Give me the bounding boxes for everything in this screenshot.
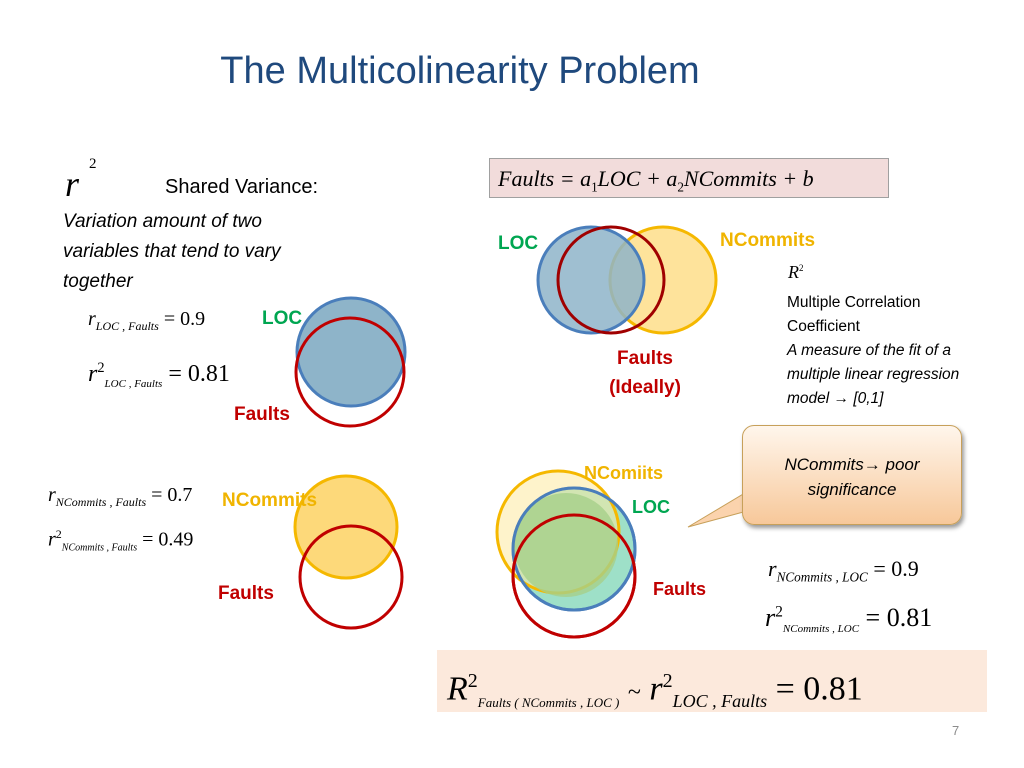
r2-loc-faults-formula: r2LOC , Faults = 0.81 <box>88 360 230 390</box>
page-number: 7 <box>952 723 960 738</box>
ncomiits-label: NComiits <box>584 463 664 483</box>
ncommits-label: NCommits <box>222 490 318 511</box>
loc-label: LOC <box>262 308 303 329</box>
slide-title: The Multicolinearity Problem <box>220 50 700 92</box>
faults-circle <box>294 316 406 428</box>
faults-label-ideal: Faults (Ideally) <box>609 348 681 398</box>
faults-label-actual: Faults <box>653 579 707 599</box>
regression-formula: Faults = a1LOC + a2NCommits + b <box>489 158 889 198</box>
faults-label: Faults <box>234 404 290 425</box>
r-loc-faults-formula: rLOC , Faults = 0.9 <box>88 308 206 333</box>
loc-label-actual: LOC <box>632 497 670 517</box>
bottom-formula: R2Faults ( NCommits , LOC ) ~ r2LOC , Fa… <box>437 650 987 712</box>
loc-circle <box>295 296 407 408</box>
r-ncommits-faults-formula: rNCommits , Faults = 0.7 <box>48 484 193 509</box>
loc-circle-ideal <box>536 225 646 335</box>
faults-circle-ideal <box>556 225 666 335</box>
faults-outline-actual <box>511 513 637 639</box>
r-squared-symbol: r <box>65 164 80 204</box>
faults-circle-2 <box>298 524 404 630</box>
r2-ncommits-faults-formula: r2NCommits , Faults = 0.49 <box>48 527 194 554</box>
loc-outline-actual <box>511 486 637 612</box>
ncommits-label-ideal: NCommits <box>720 230 816 251</box>
loc-label-ideal: LOC <box>498 233 539 254</box>
big-r-squared-symbol: R2 <box>788 262 804 282</box>
r-squared-sup: 2 <box>89 156 97 172</box>
r-ncommits-loc-formula: rNCommits , LOC = 0.9 <box>768 556 919 585</box>
multiple-correlation-description: Multiple Correlation Coefficient A measu… <box>787 294 960 407</box>
callout-box: NCommits→ poor significance <box>742 425 962 525</box>
shared-variance-heading: Shared Variance: <box>165 176 319 198</box>
faults-label-2: Faults <box>218 583 274 604</box>
r2-ncommits-loc-formula: r2NCommits , LOC = 0.81 <box>765 603 933 636</box>
shared-variance-description: Variation amount of two variables that t… <box>63 211 281 292</box>
